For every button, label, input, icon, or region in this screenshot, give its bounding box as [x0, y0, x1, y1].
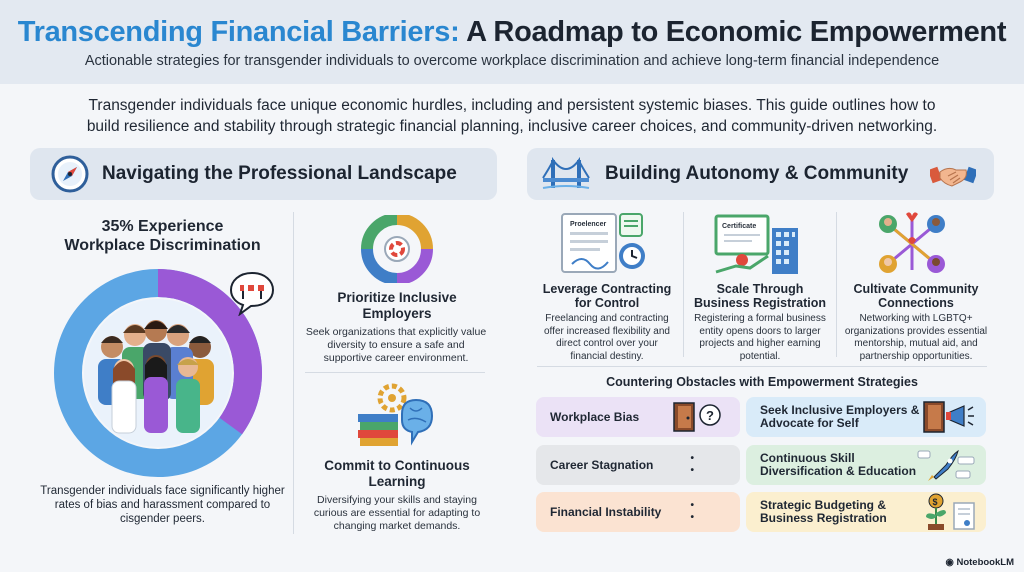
handshake-icon: [930, 166, 976, 187]
intro-line-1: Transgender individuals face unique econ…: [88, 97, 936, 114]
door-megaphone-icon: [923, 401, 974, 433]
footer-brand: NotebookLM: [956, 557, 1014, 568]
card-desc-community: Networking with LGBTQ+ organizations pro…: [844, 313, 988, 362]
svg-text:$: $: [933, 497, 938, 507]
obstacle-pill-financial-instability: Financial Instability ••: [536, 492, 740, 532]
donut-highlight-segment: [54, 269, 262, 477]
people-group-icon: [98, 320, 214, 434]
card-title-contracting: Leverage Contracting for Control: [542, 282, 672, 310]
stat-description: Transgender individuals face significant…: [40, 485, 285, 525]
contract-doc-label: Proelencer: [570, 221, 606, 228]
community-network-icon: [879, 212, 945, 273]
obstacle-label: Career Stagnation: [550, 457, 654, 472]
door-question-icon: ?: [673, 402, 721, 432]
strategy-label: Strategic Budgeting & Business Registrat…: [760, 498, 887, 525]
certificate-label: Certificate: [722, 223, 756, 230]
bridge-icon: [542, 156, 590, 189]
contract-document-icon: Proelencer: [561, 213, 645, 273]
strategy-label: Continuous Skill Diversification & Educa…: [760, 451, 917, 478]
obstacle-pill-workplace-bias: Workplace Bias ?: [536, 397, 740, 437]
section-heading-label: Navigating the Professional Landscape: [102, 163, 457, 184]
card-title-continuous-learning: Commit to Continuous Learning: [324, 458, 470, 489]
stat-title-line-2: Workplace Discrimination: [64, 237, 261, 254]
stat-title: 35% Experience Workplace Discrimination: [40, 217, 285, 255]
stat-title-line-1: 35% Experience: [101, 218, 224, 235]
card-divider: [836, 212, 837, 357]
learning-books-brain-icon: [358, 383, 434, 446]
section-heading-autonomy: Building Autonomy & Community: [527, 148, 994, 200]
discrimination-donut-chart: [54, 269, 262, 477]
strategy-pill-inclusive-employers: Seek Inclusive Employers & Advocate for …: [746, 397, 986, 437]
notebooklm-logo: ◉ NotebookLM: [946, 557, 1014, 568]
column-divider: [293, 212, 294, 534]
card-desc-contracting: Freelancing and contracting offer increa…: [544, 313, 670, 362]
header-banner: Transcending Financial Barriers: A Roadm…: [0, 0, 1024, 84]
title-rest: A Roadmap to Economic Empowerment: [466, 16, 1007, 48]
obstacle-label: Financial Instability: [550, 504, 662, 519]
card-title-inclusive-employers: Prioritize Inclusive Employers: [337, 290, 457, 321]
card-title-business-registration: Scale Through Business Registration: [694, 282, 826, 310]
card-desc-continuous-learning: Diversifying your skills and staying cur…: [313, 494, 481, 532]
strategy-pill-budgeting: Strategic Budgeting & Business Registrat…: [746, 492, 986, 532]
bullet-dots: ••: [690, 453, 694, 476]
notebooklm-logo-icon: ◉: [945, 557, 954, 568]
page-subtitle: Actionable strategies for transgender in…: [84, 53, 940, 69]
page-title: Transcending Financial Barriers: A Roadm…: [0, 0, 1024, 49]
obstacle-label: Workplace Bias: [550, 409, 640, 424]
bullet-dots: ••: [690, 500, 694, 523]
section-heading-professional: Navigating the Professional Landscape: [30, 148, 497, 200]
card-desc-business-registration: Registering a formal business entity ope…: [694, 313, 826, 362]
certificate-building-icon: Certificate: [714, 214, 798, 274]
compass-icon: [51, 155, 89, 193]
barrier-speech-bubble-icon: [229, 271, 275, 316]
section-divider: [537, 366, 987, 367]
intro-line-2: build resilience and stability through s…: [86, 118, 938, 135]
svg-text:?: ?: [706, 408, 714, 423]
strategy-label: Seek Inclusive Employers & Advocate for …: [760, 403, 920, 430]
strategy-pill-skill-diversification: Continuous Skill Diversification & Educa…: [746, 445, 986, 485]
money-plant-document-icon: $: [926, 493, 975, 530]
card-divider: [305, 372, 485, 373]
section-heading-label: Building Autonomy & Community: [605, 163, 909, 184]
card-desc-inclusive-employers: Seek organizations that explicitly value…: [305, 326, 487, 364]
inclusive-hands-icon: [361, 215, 433, 283]
title-accent: Transcending Financial Barriers:: [17, 16, 460, 48]
card-title-community: Cultivate Community Connections: [853, 282, 979, 310]
rocket-skills-icon: [917, 449, 975, 481]
card-divider: [683, 212, 684, 357]
intro-paragraph: Transgender individuals face unique econ…: [40, 95, 984, 137]
obstacles-title: Countering Obstacles with Empowerment St…: [606, 375, 918, 389]
obstacle-pill-career-stagnation: Career Stagnation ••: [536, 445, 740, 485]
